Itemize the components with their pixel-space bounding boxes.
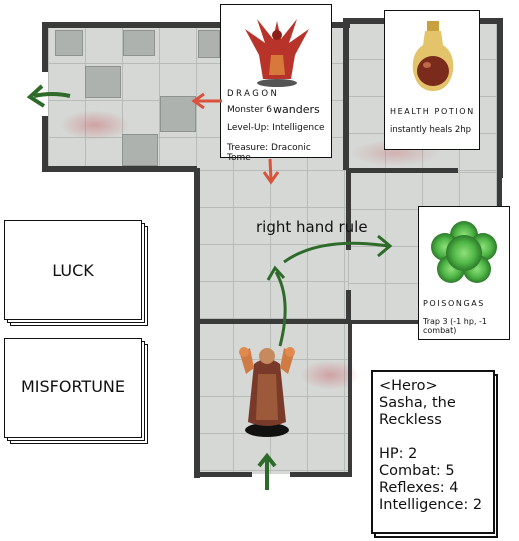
hero-stat-hp: HP: 2 xyxy=(379,446,418,462)
rubble-tile xyxy=(160,96,196,132)
hero-card-type: <Hero> xyxy=(379,378,438,394)
rubble-tile xyxy=(123,30,155,56)
hero-miniature-icon[interactable] xyxy=(232,334,302,438)
right-hand-rule-label: right hand rule xyxy=(256,218,368,236)
rubble-tile xyxy=(198,30,220,58)
blood-stain xyxy=(60,110,130,140)
poison-cloud-icon xyxy=(431,221,497,283)
dragon-wanders-tag: wanders xyxy=(273,103,320,116)
dragon-card-type: Monster 6 xyxy=(227,105,273,115)
poison-card-title: POISONGAS xyxy=(423,299,485,308)
poison-gas-card[interactable]: POISONGAS Trap 3 (-1 hp, -1 combat) xyxy=(418,206,510,340)
dragon-wander-left-arrow-icon xyxy=(191,92,222,110)
dragon-card[interactable]: DRAGON Monster 6 wanders Level-Up: Intel… xyxy=(220,4,332,163)
potion-card-title: HEALTH POTION xyxy=(390,107,475,116)
hero-card-name-line2: Reckless xyxy=(379,412,442,428)
exit-left-arrow-icon xyxy=(26,84,71,108)
rubble-tile xyxy=(85,66,121,98)
hero-path-up-arrow-icon xyxy=(266,265,287,347)
hero-stat-intelligence: Intelligence: 2 xyxy=(379,497,483,513)
potion-card-desc: instantly heals 2hp xyxy=(390,125,472,135)
potion-bottle-icon xyxy=(412,21,454,91)
hero-stat-reflexes: Reflexes: 4 xyxy=(379,480,459,496)
entrance-up-arrow-icon xyxy=(257,452,277,490)
hero-card-name-line1: Sasha, the xyxy=(379,395,456,411)
dragon-card-levelup: Level-Up: Intelligence xyxy=(227,123,325,133)
dragon-figure-icon xyxy=(245,19,309,87)
dragon-wander-down-arrow-icon xyxy=(262,158,280,185)
luck-deck-label: LUCK xyxy=(52,261,94,280)
room-bottom xyxy=(196,322,348,474)
health-potion-card[interactable]: HEALTH POTION instantly heals 2hp xyxy=(384,10,480,150)
hero-stat-combat: Combat: 5 xyxy=(379,463,455,479)
misfortune-deck-label: MISFORTUNE xyxy=(21,377,125,396)
poison-card-desc: Trap 3 (-1 hp, -1 combat) xyxy=(423,317,488,335)
rubble-tile xyxy=(55,30,83,56)
rubble-tile xyxy=(122,134,158,166)
right-hand-rule-arrow-icon xyxy=(283,234,393,264)
dragon-card-treasure: Treasure: Draconic Tome xyxy=(227,143,311,163)
dragon-card-title: DRAGON xyxy=(227,89,280,99)
